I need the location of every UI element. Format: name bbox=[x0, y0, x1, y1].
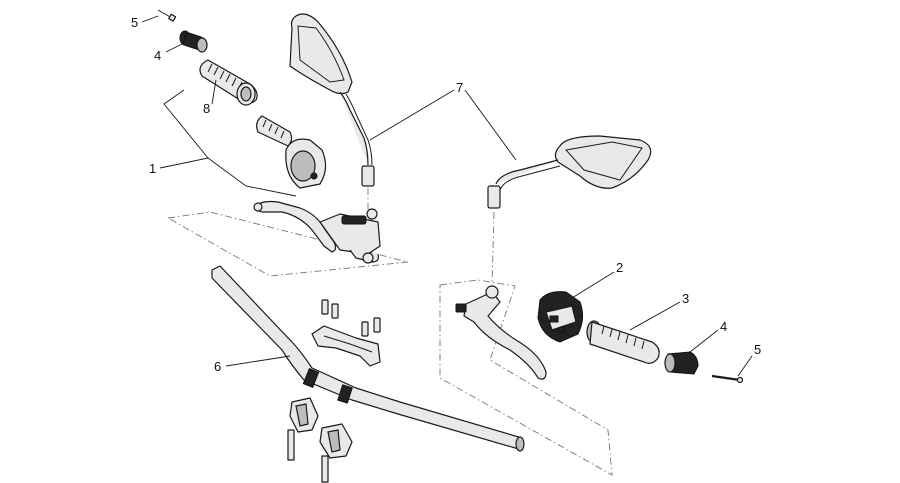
left-grip bbox=[199, 59, 258, 106]
right-bar-end-weight bbox=[664, 351, 699, 375]
left-riser bbox=[287, 397, 319, 461]
right-clutch-lever bbox=[455, 285, 547, 380]
callout-1: 1 bbox=[149, 161, 156, 176]
right-assembly-group-outline bbox=[439, 279, 613, 476]
callout-5-left: 5 bbox=[131, 15, 138, 30]
right-switch-housing bbox=[537, 291, 584, 343]
right-grip bbox=[586, 320, 660, 364]
right-mirror-axis-line bbox=[491, 211, 495, 286]
right-bar-end-bolt bbox=[711, 374, 744, 384]
left-bar-end-weight bbox=[179, 30, 208, 53]
leader-lines bbox=[141, 15, 753, 377]
callout-6: 6 bbox=[214, 359, 221, 374]
left-bar-end-bolt bbox=[157, 9, 177, 22]
right-mirror bbox=[487, 135, 652, 209]
left-throttle-tube bbox=[256, 115, 293, 147]
upper-clamp-bolts bbox=[321, 299, 381, 337]
left-master-cylinder bbox=[319, 208, 381, 264]
handlebar bbox=[211, 265, 525, 452]
left-brake-lever bbox=[253, 200, 337, 253]
callout-4-left: 4 bbox=[154, 48, 161, 63]
callout-2: 2 bbox=[616, 260, 623, 275]
upper-handlebar-clamp bbox=[311, 325, 381, 367]
right-riser bbox=[319, 423, 353, 483]
left-switch-housing bbox=[285, 138, 327, 189]
callout-8: 8 bbox=[203, 101, 210, 116]
left-mirror bbox=[289, 13, 375, 187]
callout-3: 3 bbox=[682, 291, 689, 306]
callout-4-right: 4 bbox=[720, 319, 727, 334]
callout-5-right: 5 bbox=[754, 342, 761, 357]
left-assembly-group-outline bbox=[166, 211, 409, 277]
callout-7: 7 bbox=[456, 80, 463, 95]
